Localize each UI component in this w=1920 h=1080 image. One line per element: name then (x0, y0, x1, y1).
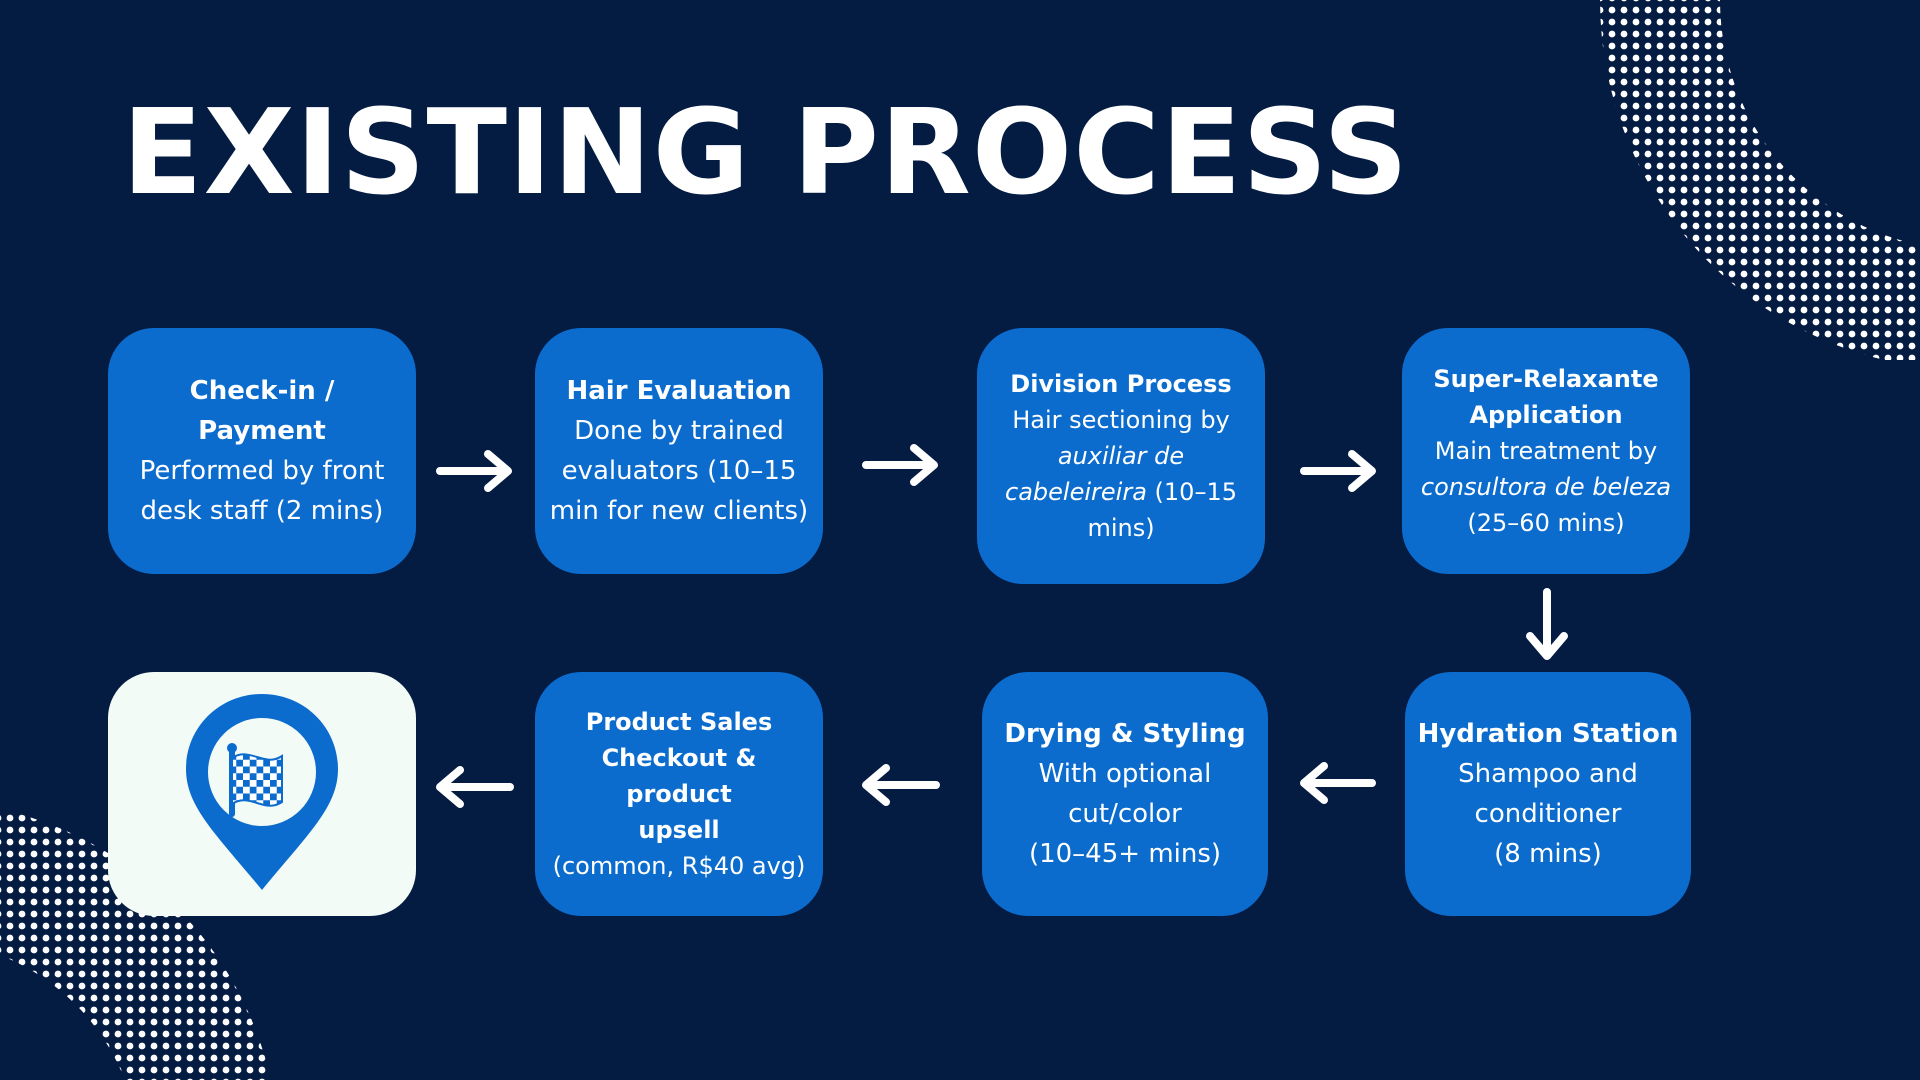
step-title: Product Sales (585, 708, 773, 736)
step-description: Main treatment by (1434, 437, 1658, 465)
step-title: Check-in / (189, 376, 335, 406)
step-description: Done by trained (574, 416, 784, 446)
step-description: consultora de beleza (1420, 473, 1672, 501)
step-title: Payment (198, 416, 326, 446)
step-title: upsell (638, 816, 720, 844)
step-description-italic: cabeleireira (1005, 478, 1147, 506)
step-description: (25–60 mins) (1467, 509, 1625, 537)
step-description: evaluators (10–15 (561, 456, 797, 486)
step-description: (common, R$40 avg) (552, 852, 806, 880)
step-drying-styling: Drying & Styling With optional cut/color… (982, 672, 1268, 916)
arrow-right-icon (862, 444, 938, 486)
step-description: auxiliar de (1057, 442, 1185, 470)
step-description: mins) (1087, 514, 1155, 542)
step-description: Hair sectioning by (1012, 406, 1230, 434)
step-description: cabeleireira (10–15 (1005, 474, 1237, 510)
step-hair-evaluation: Hair Evaluation Done by trained evaluato… (535, 328, 823, 574)
step-division-process: Division Process Hair sectioning by auxi… (977, 328, 1265, 584)
step-title: Application (1469, 401, 1623, 429)
arrow-left-icon (436, 766, 514, 808)
step-description: Shampoo and (1458, 759, 1638, 789)
step-description-duration: (10–15 (1146, 478, 1237, 506)
step-description: min for new clients) (549, 496, 809, 526)
step-super-relaxante-application: Super-Relaxante Application Main treatme… (1402, 328, 1690, 574)
step-title: Hydration Station (1417, 719, 1679, 749)
dot-pattern-top-right (1570, 0, 1920, 360)
step-description: cut/color (1068, 799, 1182, 829)
arrow-right-icon (436, 450, 512, 492)
arrow-left-icon (862, 764, 940, 806)
step-check-in-payment: Check-in / Payment Performed by front de… (108, 328, 416, 574)
step-description: With optional (1038, 759, 1212, 789)
arrow-down-icon (1526, 588, 1568, 660)
location-pin-checkered-flag-icon (186, 694, 338, 890)
step-description: conditioner (1474, 799, 1622, 829)
step-description: (10–45+ mins) (1028, 839, 1222, 869)
step-title: Super-Relaxante (1433, 365, 1659, 393)
step-description: desk staff (2 mins) (140, 496, 384, 526)
arrow-right-icon (1300, 450, 1376, 492)
step-hydration-station: Hydration Station Shampoo and conditione… (1405, 672, 1691, 916)
step-title: Division Process (1010, 370, 1232, 398)
end-box (108, 672, 416, 916)
step-title: Drying & Styling (1004, 719, 1246, 749)
step-description: Performed by front (139, 456, 385, 486)
page-title: EXISTING PROCESS (122, 83, 1410, 221)
arrow-left-icon (1300, 762, 1376, 804)
step-title: Checkout & product (601, 744, 757, 808)
step-title: Hair Evaluation (566, 376, 792, 406)
step-description: (8 mins) (1494, 839, 1602, 869)
step-product-sales: Product Sales Checkout & product upsell … (535, 672, 823, 916)
